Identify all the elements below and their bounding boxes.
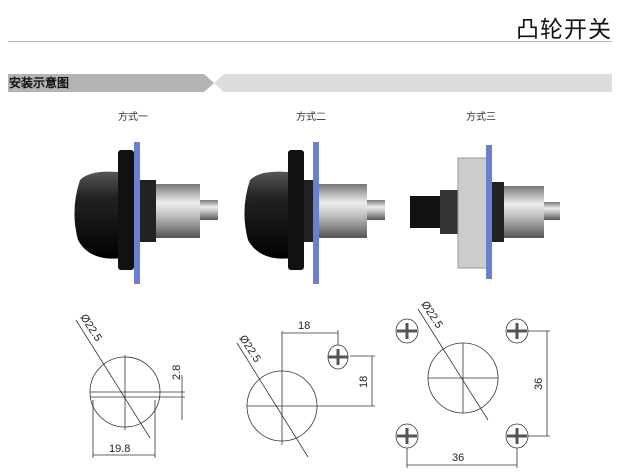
page-title: 凸轮开关 <box>516 17 612 43</box>
dim-slot: 2.8 <box>171 365 183 380</box>
switch-image-method-2 <box>244 142 385 284</box>
dim-vertical: 36 <box>533 378 545 390</box>
switch-image-method-3 <box>410 145 560 279</box>
cutout-diagram-method-3 <box>395 308 550 468</box>
method-2-label: 方式二 <box>296 112 326 123</box>
header-divider <box>8 41 612 42</box>
dim-width: 19.8 <box>109 443 130 455</box>
cutout-diagram-method-1 <box>75 319 185 458</box>
dim-diameter: Ø22.5 <box>418 299 444 331</box>
dim-horizontal: 18 <box>298 320 310 332</box>
dim-horizontal: 36 <box>452 452 464 464</box>
switch-image-method-1 <box>74 142 218 284</box>
method-1-label: 方式一 <box>118 112 148 123</box>
method-3-label: 方式三 <box>466 112 496 123</box>
section-title: 安装示意图 <box>9 76 70 90</box>
dim-vertical: 18 <box>358 376 370 388</box>
section-banner <box>8 74 612 92</box>
cutout-diagram-method-2 <box>236 330 375 458</box>
